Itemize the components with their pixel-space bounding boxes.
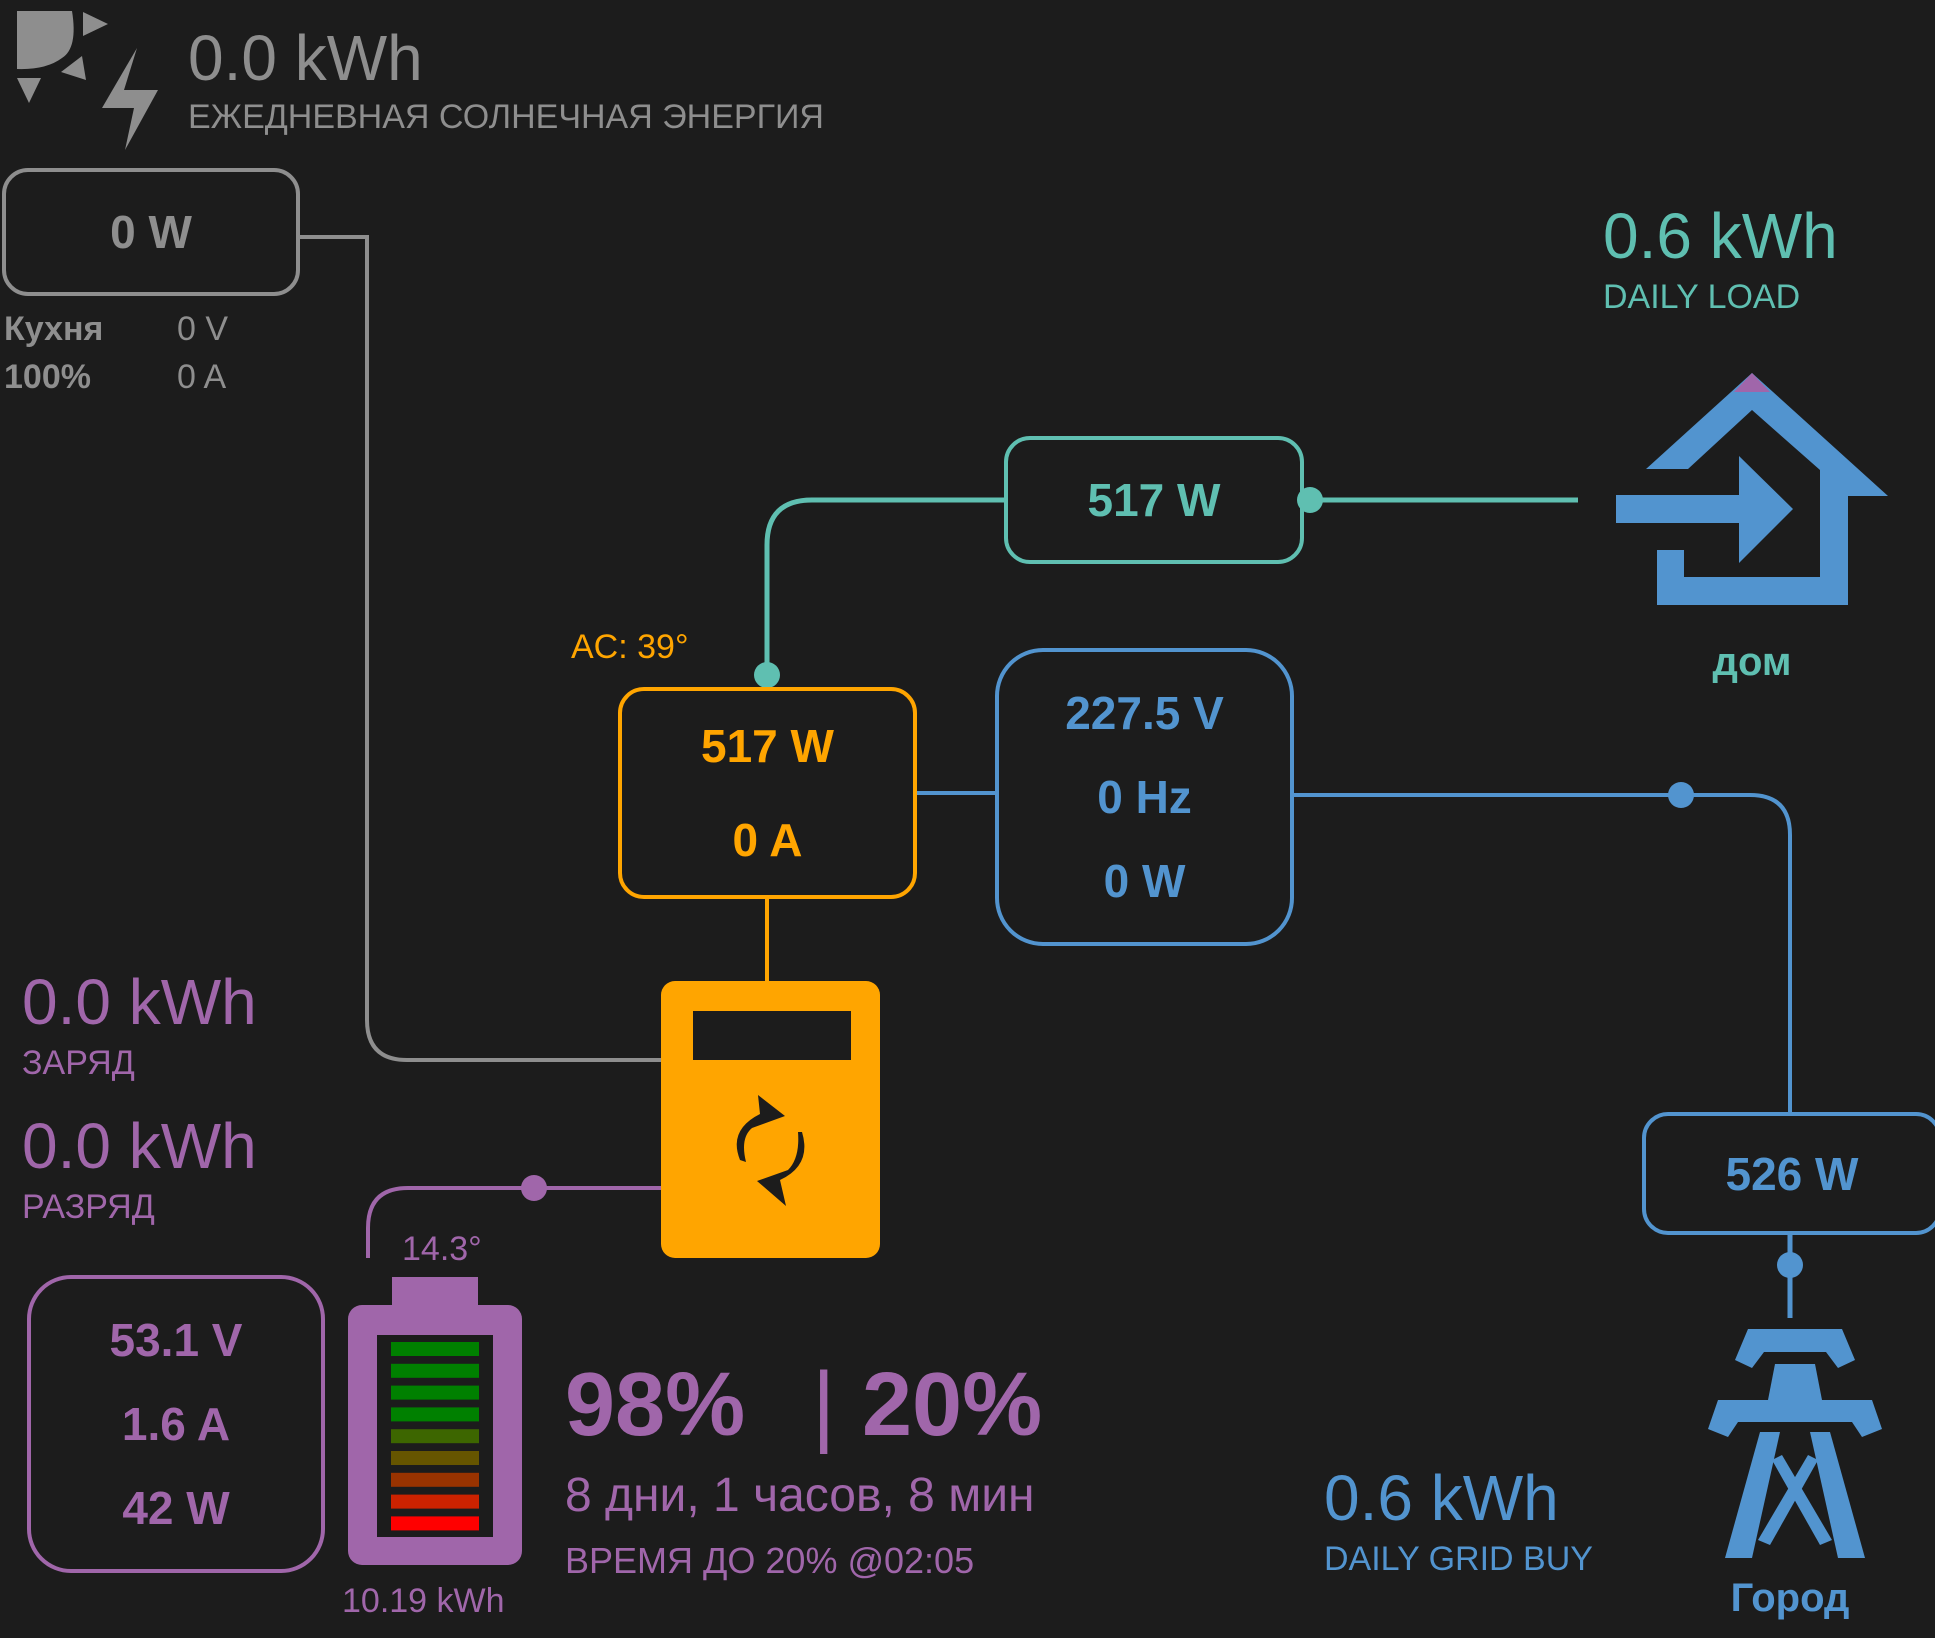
battery-soc-separator: | bbox=[812, 1355, 836, 1455]
grid-line bbox=[1294, 793, 1792, 1112]
battery-soc: 98% bbox=[565, 1355, 746, 1455]
pv1-voltage: 0 V bbox=[177, 310, 229, 348]
battery-level-bars bbox=[391, 1342, 479, 1531]
battery-discharge-label: РАЗРЯД bbox=[22, 1188, 155, 1226]
battery-line bbox=[366, 1186, 662, 1258]
load-flow-dot bbox=[754, 662, 780, 688]
battery-current: 1.6 A bbox=[121, 1398, 231, 1450]
battery-voltage: 53.1 V bbox=[109, 1314, 243, 1366]
battery-level-bar bbox=[391, 1429, 479, 1444]
inverter-box[interactable]: 517 W 0 A bbox=[618, 687, 917, 899]
battery-level-bar bbox=[391, 1385, 479, 1400]
battery-shutdown-soc: 20% bbox=[862, 1355, 1043, 1455]
house-import-icon bbox=[1616, 373, 1888, 605]
grid-power: 526 W bbox=[1725, 1147, 1859, 1200]
battery-level-bar bbox=[391, 1342, 479, 1356]
inverter-temp: AC: 39° bbox=[571, 628, 689, 666]
battery-level-bar bbox=[391, 1472, 479, 1487]
battery-daily-discharge: 0.0 kWh bbox=[22, 1110, 257, 1182]
battery-time-to-label: ВРЕМЯ ДО 20% @02:05 bbox=[565, 1540, 975, 1581]
battery-level-bar bbox=[391, 1516, 479, 1531]
battery-daily-charge: 0.0 kWh bbox=[22, 966, 257, 1038]
inverter-sync-icon bbox=[661, 981, 880, 1258]
pv1-efficiency: 100% bbox=[4, 358, 91, 396]
grid-label: Город bbox=[1730, 1576, 1850, 1620]
battery-level-bar bbox=[391, 1363, 479, 1378]
house-label: дом bbox=[1712, 640, 1792, 684]
grid-power-box[interactable]: 526 W bbox=[1642, 1112, 1935, 1235]
grid-flow-dot bbox=[1668, 782, 1694, 808]
battery-stats-box[interactable]: 53.1 V 1.6 A 42 W bbox=[27, 1275, 325, 1573]
battery-temp: 14.3° bbox=[402, 1230, 482, 1268]
pv1-current: 0 A bbox=[177, 358, 227, 396]
inverter-power: 517 W bbox=[701, 720, 834, 772]
inverter-current: 0 A bbox=[732, 814, 803, 866]
grid-frequency: 0 Hz bbox=[1097, 771, 1192, 823]
load-daily-label: DAILY LOAD bbox=[1603, 278, 1801, 316]
solar-line bbox=[300, 235, 662, 1062]
load-power-box[interactable]: 517 W bbox=[1004, 436, 1304, 564]
grid-daily-energy: 0.6 kWh bbox=[1324, 1462, 1559, 1534]
load-power: 517 W bbox=[1087, 474, 1221, 526]
battery-flow-dot bbox=[521, 1175, 547, 1201]
battery-runtime: 8 дни, 1 часов, 8 мин bbox=[565, 1469, 1035, 1522]
solar-daily-label: ЕЖЕДНЕВНАЯ СОЛНЕЧНАЯ ЭНЕРГИЯ bbox=[188, 98, 824, 136]
solar-daily-energy: 0.0 kWh bbox=[188, 22, 423, 94]
pv1-power-box[interactable]: 0 W bbox=[2, 168, 300, 296]
battery-charge-label: ЗАРЯД bbox=[22, 1044, 135, 1082]
battery-level-bar bbox=[391, 1451, 479, 1465]
grid-info-power: 0 W bbox=[1103, 855, 1186, 907]
transmission-tower-icon bbox=[1708, 1329, 1882, 1558]
battery-level-bar bbox=[391, 1407, 479, 1422]
pv1-name: Кухня bbox=[4, 310, 104, 348]
grid-voltage: 227.5 V bbox=[1065, 687, 1224, 739]
load-line bbox=[764, 497, 1004, 675]
battery-capacity: 10.19 kWh bbox=[342, 1582, 505, 1620]
battery-power: 42 W bbox=[122, 1482, 230, 1534]
battery-icon bbox=[348, 1277, 522, 1565]
grid-info-box[interactable]: 227.5 V 0 Hz 0 W bbox=[995, 648, 1294, 946]
load-daily-energy: 0.6 kWh bbox=[1603, 200, 1838, 272]
battery-level-bar bbox=[391, 1494, 479, 1509]
grid-daily-label: DAILY GRID BUY bbox=[1324, 1540, 1593, 1578]
grid-tower-dot bbox=[1777, 1252, 1803, 1278]
pv1-power: 0 W bbox=[110, 206, 192, 258]
solar-sun-bolt-icon bbox=[17, 11, 158, 150]
